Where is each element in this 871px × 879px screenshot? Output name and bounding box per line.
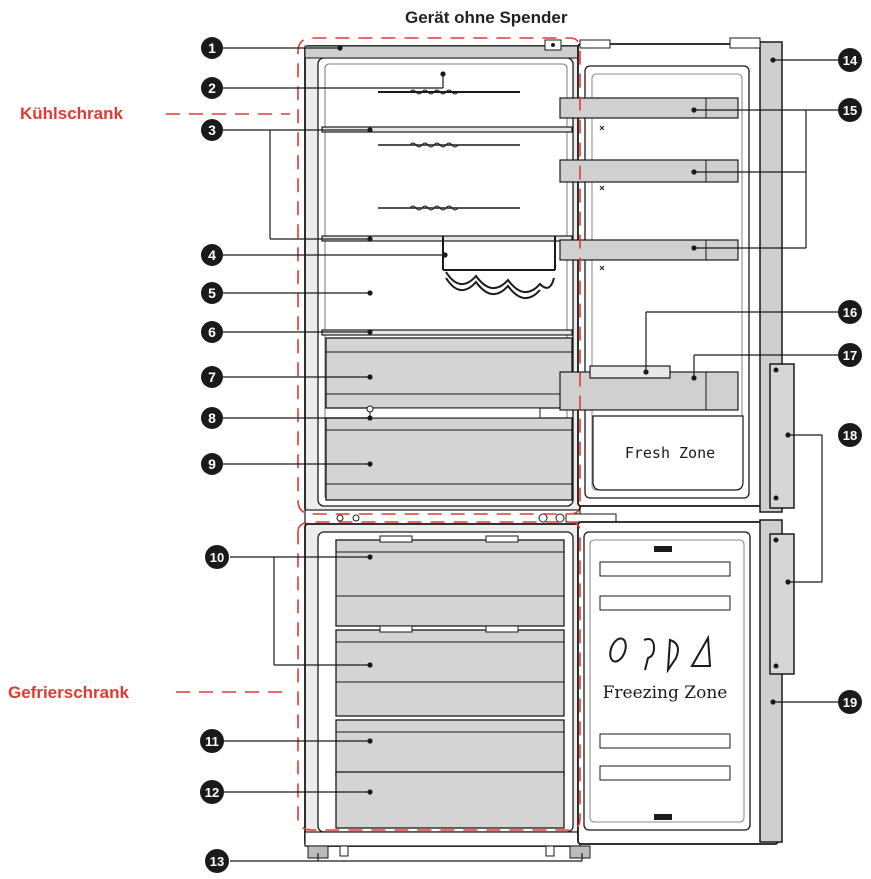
svg-text:4: 4 [208,247,216,263]
crisper-drawers [325,337,573,501]
meat-icon [609,637,627,663]
fridge-handle [769,363,795,509]
cheese-icon [690,634,712,667]
callout-badge-12: 12 [200,780,224,804]
door-balconies [559,97,739,411]
food-icons [609,634,712,674]
freezer-door: Freezing Zone [577,519,783,845]
callout-badge-6: 6 [201,321,223,343]
callout-badge-19: 19 [838,690,862,714]
svg-text:6: 6 [208,324,216,340]
callout-badge-1: 1 [201,37,223,59]
svg-text:13: 13 [210,854,224,869]
callout-badge-4: 4 [201,244,223,266]
drumstick-icon [643,638,656,671]
freezing-zone-label: Freezing Zone [603,683,728,703]
diagram-title: Gerät ohne Spender [405,8,568,27]
svg-text:10: 10 [210,550,224,565]
freezer-handle [769,533,795,675]
svg-text:3: 3 [208,122,216,138]
svg-text:9: 9 [208,456,216,472]
svg-text:5: 5 [208,285,216,301]
svg-text:8: 8 [208,410,216,426]
callout-badge-11: 11 [200,729,224,753]
svg-text:12: 12 [205,785,219,800]
svg-text:16: 16 [843,305,857,320]
fresh-zone-label: Fresh Zone [625,444,715,462]
callout-leaders [222,45,838,862]
svg-text:7: 7 [208,369,216,385]
callout-badge-2: 2 [201,77,223,99]
callout-badge-5: 5 [201,282,223,304]
svg-text:1: 1 [208,40,216,56]
callout-badge-17: 17 [838,343,862,367]
callout-badge-18: 18 [838,423,862,447]
callout-badge-13: 13 [205,849,229,873]
svg-text:18: 18 [843,428,857,443]
svg-text:15: 15 [843,103,857,118]
interior-light [378,89,520,211]
fresh-zone-bin: Fresh Zone [592,415,744,491]
svg-text:17: 17 [843,348,857,363]
svg-text:2: 2 [208,80,216,96]
callout-badge-14: 14 [838,48,862,72]
callout-badge-9: 9 [201,453,223,475]
freezer-drawers [335,535,565,829]
callout-badge-3: 3 [201,119,223,141]
callout-badge-16: 16 [838,300,862,324]
label-freezer-section: Gefrierschrank [8,683,129,702]
ice-cream-icon [666,638,679,674]
svg-text:19: 19 [843,695,857,710]
callout-badge-15: 15 [838,98,862,122]
label-fridge-section: Kühlschrank [20,104,123,123]
freezer-section-outline [297,521,581,831]
adjustable-feet [307,845,591,859]
bottle-rack [442,236,556,299]
svg-text:11: 11 [205,734,219,749]
callout-badge-8: 8 [201,407,223,429]
callout-badge-7: 7 [201,366,223,388]
svg-text:14: 14 [843,53,858,68]
callout-badge-10: 10 [205,545,229,569]
